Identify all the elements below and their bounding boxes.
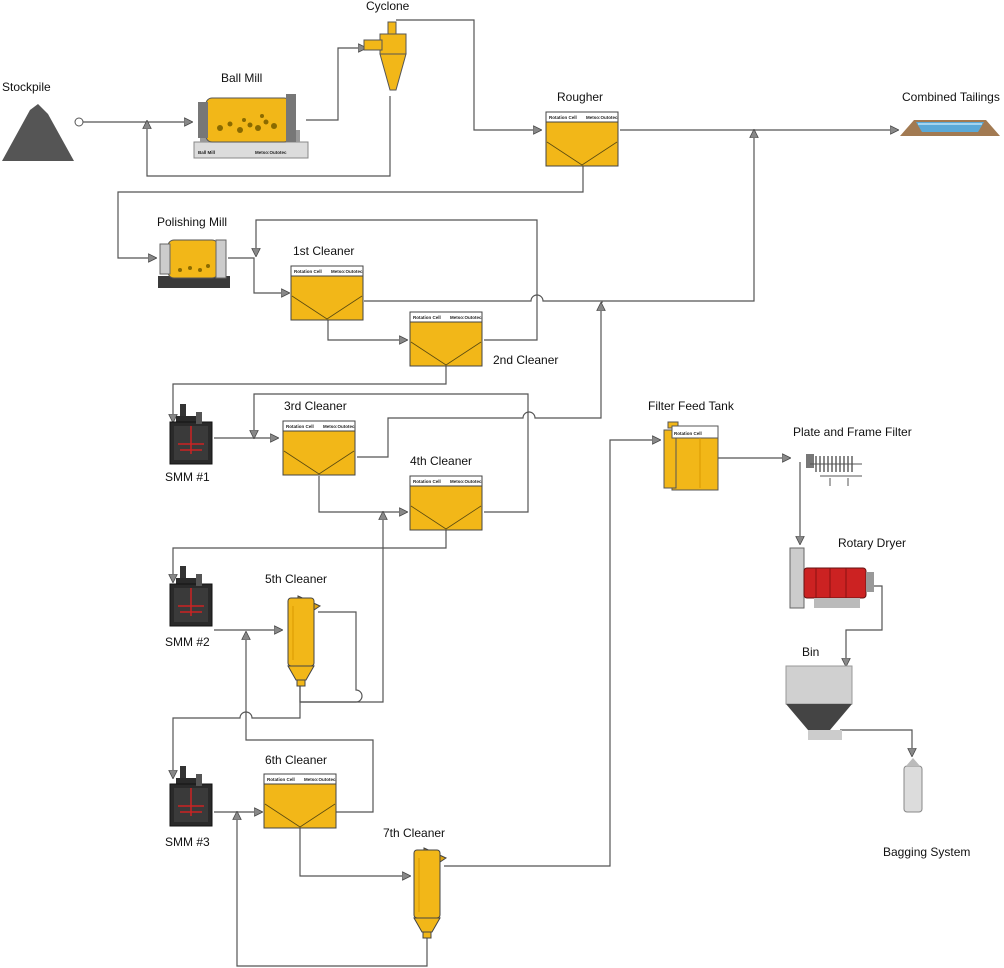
process-streams xyxy=(74,19,912,967)
plate-frame-filter-icon xyxy=(806,454,862,486)
cyclone-icon xyxy=(363,21,407,91)
smm-2-icon xyxy=(169,565,213,627)
stream-cleaner4-to-smm2 xyxy=(173,530,447,582)
cleaner-2-cell: Rotation Cell Metso:Outotec xyxy=(409,311,483,367)
label-6th-cleaner: 6th Cleaner xyxy=(265,753,327,767)
label-polishing-mill: Polishing Mill xyxy=(157,215,227,229)
stream-dryer-to-bin xyxy=(846,585,883,666)
smm-3-icon xyxy=(169,765,213,827)
stream-cleaner7-to-tank xyxy=(444,440,660,867)
label-5th-cleaner: 5th Cleaner xyxy=(265,572,327,586)
stream-cleaner3-to-cleaner4 xyxy=(318,476,407,512)
label-rougher: Rougher xyxy=(557,90,603,104)
label-1st-cleaner: 1st Cleaner xyxy=(293,244,354,258)
filter-feed-tank-icon: Rotation Cell xyxy=(663,421,719,491)
stream-cleaner2-to-smm1 xyxy=(173,366,447,422)
label-combined-tailings: Combined Tailings xyxy=(902,90,1000,104)
label-filter-feed-tank: Filter Feed Tank xyxy=(648,399,735,413)
stream-cleaner6-to-cleaner7 xyxy=(299,828,410,876)
svg-text:Rotation Cell: Rotation Cell xyxy=(286,424,314,429)
smm-1-icon xyxy=(169,403,213,465)
cleaner-1-cell: Rotation Cell Metso:Outotec xyxy=(290,265,364,321)
label-smm-3: SMM #3 xyxy=(165,835,210,849)
svg-text:Metso:Outotec: Metso:Outotec xyxy=(323,424,355,429)
svg-text:Rotation Cell: Rotation Cell xyxy=(413,479,441,484)
label-ball-mill: Ball Mill xyxy=(221,71,262,85)
svg-text:Metso:Outotec: Metso:Outotec xyxy=(586,115,618,120)
stream-cyclone-recycle xyxy=(147,96,391,177)
label-bin: Bin xyxy=(802,645,819,659)
cleaner-5-column xyxy=(287,595,321,687)
svg-text:Metso:Outotec: Metso:Outotec xyxy=(304,777,336,782)
svg-text:Ball Mill: Ball Mill xyxy=(198,150,215,155)
bagging-system-icon xyxy=(903,758,923,813)
stream-cleaner7-recycle xyxy=(237,812,428,967)
tailings-pond-icon xyxy=(900,120,1000,136)
stream-rougher-to-polishing xyxy=(117,166,584,258)
ball-mill-icon: Metso:Outotec Ball Mill xyxy=(193,94,309,159)
label-4th-cleaner: 4th Cleaner xyxy=(410,454,472,468)
cleaner-3-cell: Rotation Cell Metso:Outotec xyxy=(282,420,356,476)
stream-cleaner6-recycle xyxy=(246,632,374,813)
label-rotary-dryer: Rotary Dryer xyxy=(838,536,906,550)
stream-cleaner2-recycle xyxy=(256,219,538,341)
label-smm-2: SMM #2 xyxy=(165,635,210,649)
svg-text:Rotation Cell: Rotation Cell xyxy=(413,315,441,320)
stream-cleaner4-recycle xyxy=(254,393,529,513)
stream-polishing-to-cleaner1 xyxy=(228,257,289,293)
label-smm-1: SMM #1 xyxy=(165,470,210,484)
stream-mill-to-cyclone xyxy=(306,48,366,121)
stream-cleaner1-to-cleaner2 xyxy=(327,320,407,340)
stream-cleaner1-tails xyxy=(364,130,754,302)
polishing-mill-icon xyxy=(158,239,230,288)
label-stockpile: Stockpile xyxy=(2,80,51,94)
feed-point xyxy=(74,117,84,127)
label-cyclone: Cyclone xyxy=(366,0,410,13)
svg-text:Metso:Outotec: Metso:Outotec xyxy=(450,479,482,484)
svg-text:Metso:Outotec: Metso:Outotec xyxy=(331,269,363,274)
label-3rd-cleaner: 3rd Cleaner xyxy=(284,399,347,413)
rougher-cell: Rotation Cell Metso:Outotec xyxy=(545,111,619,167)
svg-text:Rotation Cell: Rotation Cell xyxy=(267,777,295,782)
label-7th-cleaner: 7th Cleaner xyxy=(383,826,445,840)
svg-text:Rotation Cell: Rotation Cell xyxy=(674,431,702,436)
bin-icon xyxy=(785,665,853,740)
svg-text:Rotation Cell: Rotation Cell xyxy=(549,115,577,120)
label-bagging-system: Bagging System xyxy=(883,845,970,859)
stream-bin-to-bagging xyxy=(840,729,912,756)
stream-cleaner5-to-cleaner4 xyxy=(300,512,383,703)
stream-cyclone-to-rougher xyxy=(396,19,541,130)
svg-text:Metso:Outotec: Metso:Outotec xyxy=(255,150,287,155)
svg-text:Rotation Cell: Rotation Cell xyxy=(294,269,322,274)
label-plate-frame-filter: Plate and Frame Filter xyxy=(793,425,912,439)
stockpile-icon xyxy=(2,104,74,161)
cleaner-7-column xyxy=(413,847,447,939)
cleaner-4-cell: Rotation Cell Metso:Outotec xyxy=(409,475,483,531)
label-2nd-cleaner: 2nd Cleaner xyxy=(493,353,558,367)
cleaner-6-cell: Rotation Cell Metso:Outotec xyxy=(263,773,337,829)
svg-text:Metso:Outotec: Metso:Outotec xyxy=(450,315,482,320)
rotary-dryer-icon xyxy=(789,547,874,609)
